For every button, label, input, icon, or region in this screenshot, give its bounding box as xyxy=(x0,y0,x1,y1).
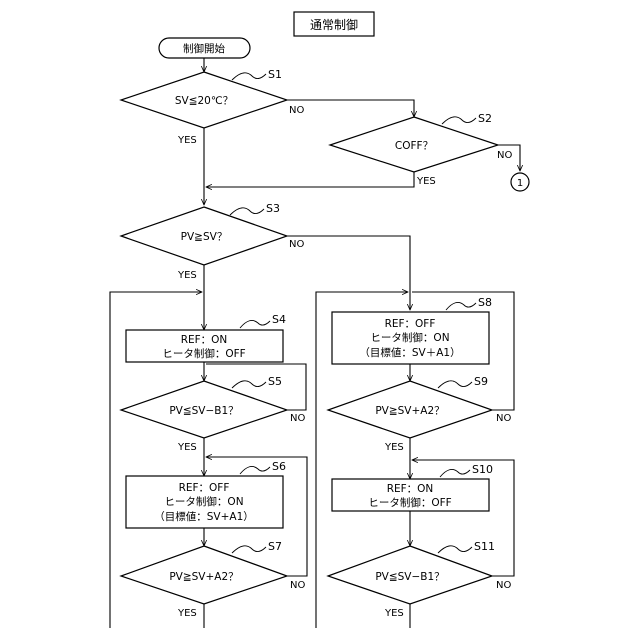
process-line: （目標値：SV＋A1） xyxy=(359,346,460,359)
process-s4: REF：ON ヒータ制御：OFF xyxy=(126,330,283,362)
yes-label: YES xyxy=(177,608,197,619)
start-label: 制御開始 xyxy=(183,42,225,55)
title-label: 通常制御 xyxy=(310,17,358,32)
decision-s7: PV≧SV+A2？ xyxy=(121,546,287,604)
process-line: REF：OFF xyxy=(385,318,436,330)
connector-1: 1 xyxy=(511,173,529,191)
yes-label: YES xyxy=(384,442,404,453)
yes-label: YES xyxy=(177,442,197,453)
yes-label: YES xyxy=(177,270,197,281)
no-label: NO xyxy=(497,150,512,161)
no-label: NO xyxy=(289,105,304,116)
decision-text: PV≧SV？ xyxy=(181,231,228,243)
step-id: S11 xyxy=(474,540,495,553)
decision-s1: SV≦20℃？ xyxy=(121,72,287,128)
process-line: ヒータ制御：ON xyxy=(370,331,449,344)
no-label: NO xyxy=(289,239,304,250)
no-label: NO xyxy=(496,413,511,424)
step-id: S9 xyxy=(474,375,488,388)
step-id: S7 xyxy=(268,540,282,553)
no-label: NO xyxy=(496,580,511,591)
process-line: REF：OFF xyxy=(179,482,230,494)
step-id: S4 xyxy=(272,313,286,326)
decision-text: PV≦SV−B1？ xyxy=(169,405,238,417)
step-id: S8 xyxy=(478,296,492,309)
decision-s11: PV≦SV−B1？ xyxy=(328,546,492,604)
decision-s3: PV≧SV？ xyxy=(121,207,287,265)
step-id: S1 xyxy=(268,68,282,81)
process-line: ヒータ制御：ON xyxy=(164,495,243,508)
process-line: （目標値：SV+A1） xyxy=(154,510,254,523)
title-box: 通常制御 xyxy=(294,12,374,36)
yes-label: YES xyxy=(177,135,197,146)
decision-text: PV≦SV−B1？ xyxy=(375,571,444,583)
step-id: S3 xyxy=(266,202,280,215)
decision-s9: PV≧SV+A2？ xyxy=(328,381,492,438)
start-terminal: 制御開始 xyxy=(159,38,250,58)
decision-s2: COFF？ xyxy=(330,117,498,172)
process-line: ヒータ制御：OFF xyxy=(368,496,451,509)
decision-s5: PV≦SV−B1？ xyxy=(121,381,287,438)
step-id: S10 xyxy=(472,463,493,476)
decision-text: COFF？ xyxy=(395,140,433,152)
process-line: REF：ON xyxy=(181,334,228,346)
process-line: REF：ON xyxy=(387,483,434,495)
process-line: ヒータ制御：OFF xyxy=(162,347,245,360)
step-id: S2 xyxy=(478,112,492,125)
decision-text: PV≧SV+A2？ xyxy=(375,405,444,417)
step-id: S5 xyxy=(268,375,282,388)
decision-text: SV≦20℃？ xyxy=(175,95,233,107)
no-label: NO xyxy=(290,413,305,424)
process-s8: REF：OFF ヒータ制御：ON （目標値：SV＋A1） xyxy=(332,312,489,364)
process-s6: REF：OFF ヒータ制御：ON （目標値：SV+A1） xyxy=(126,476,283,528)
yes-label: YES xyxy=(384,608,404,619)
step-id: S6 xyxy=(272,460,286,473)
process-s10: REF：ON ヒータ制御：OFF xyxy=(332,479,489,511)
no-label: NO xyxy=(290,580,305,591)
connector-label: 1 xyxy=(517,178,523,189)
yes-label: YES xyxy=(416,176,436,187)
decision-text: PV≧SV+A2？ xyxy=(169,571,238,583)
